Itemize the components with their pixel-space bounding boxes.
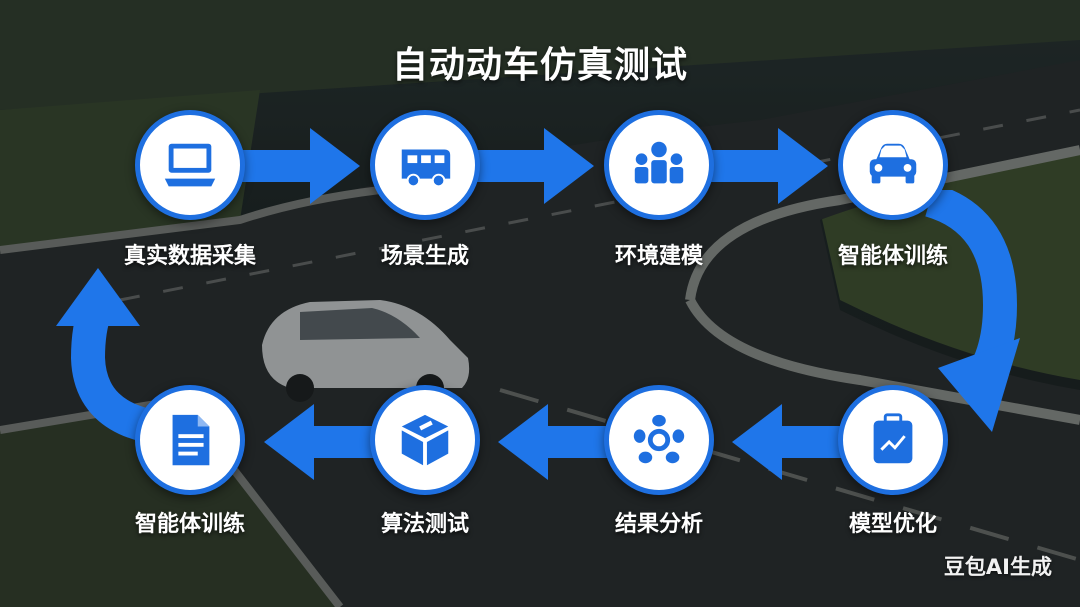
step-node-agent-training-2 [135, 385, 245, 495]
step-label: 模型优化 [848, 512, 937, 537]
step-node-result-analysis [604, 385, 714, 495]
arrow-curve-right [924, 190, 1020, 432]
step-node-scene-generation [370, 110, 480, 220]
monitor-icon [164, 143, 216, 187]
step-label: 智能体训练 [134, 512, 245, 537]
arrow-bottom-2 [498, 404, 626, 480]
step-label: 算法测试 [380, 512, 469, 537]
arrow-bottom-3 [264, 404, 392, 480]
step-label: 环境建模 [614, 244, 703, 269]
step-node-data-collection [135, 110, 245, 220]
truck-icon [401, 149, 451, 188]
step-label: 真实数据采集 [123, 244, 256, 269]
arrow-bottom-1 [732, 404, 860, 480]
people-group-icon [634, 141, 684, 184]
arrow-top-1 [232, 128, 360, 204]
step-node-agent-training [838, 110, 948, 220]
step-label: 智能体训练 [837, 244, 948, 269]
step-label: 场景生成 [380, 244, 469, 269]
box-icon [401, 414, 449, 466]
watermark: 豆包AI生成 [943, 555, 1052, 579]
document-icon [172, 414, 210, 466]
clipboard-chart-icon [873, 413, 913, 464]
hub-icon [633, 414, 685, 464]
step-node-algorithm-testing [370, 385, 480, 495]
step-label: 结果分析 [614, 512, 703, 537]
step-node-model-optimization [838, 385, 948, 495]
arrow-top-2 [466, 128, 594, 204]
car-icon [869, 143, 917, 184]
arrow-top-3 [700, 128, 828, 204]
step-node-environment-modeling [604, 110, 714, 220]
arrow-curve-left [56, 268, 163, 445]
diagram-title: 自动动车仿真测试 [391, 45, 688, 86]
